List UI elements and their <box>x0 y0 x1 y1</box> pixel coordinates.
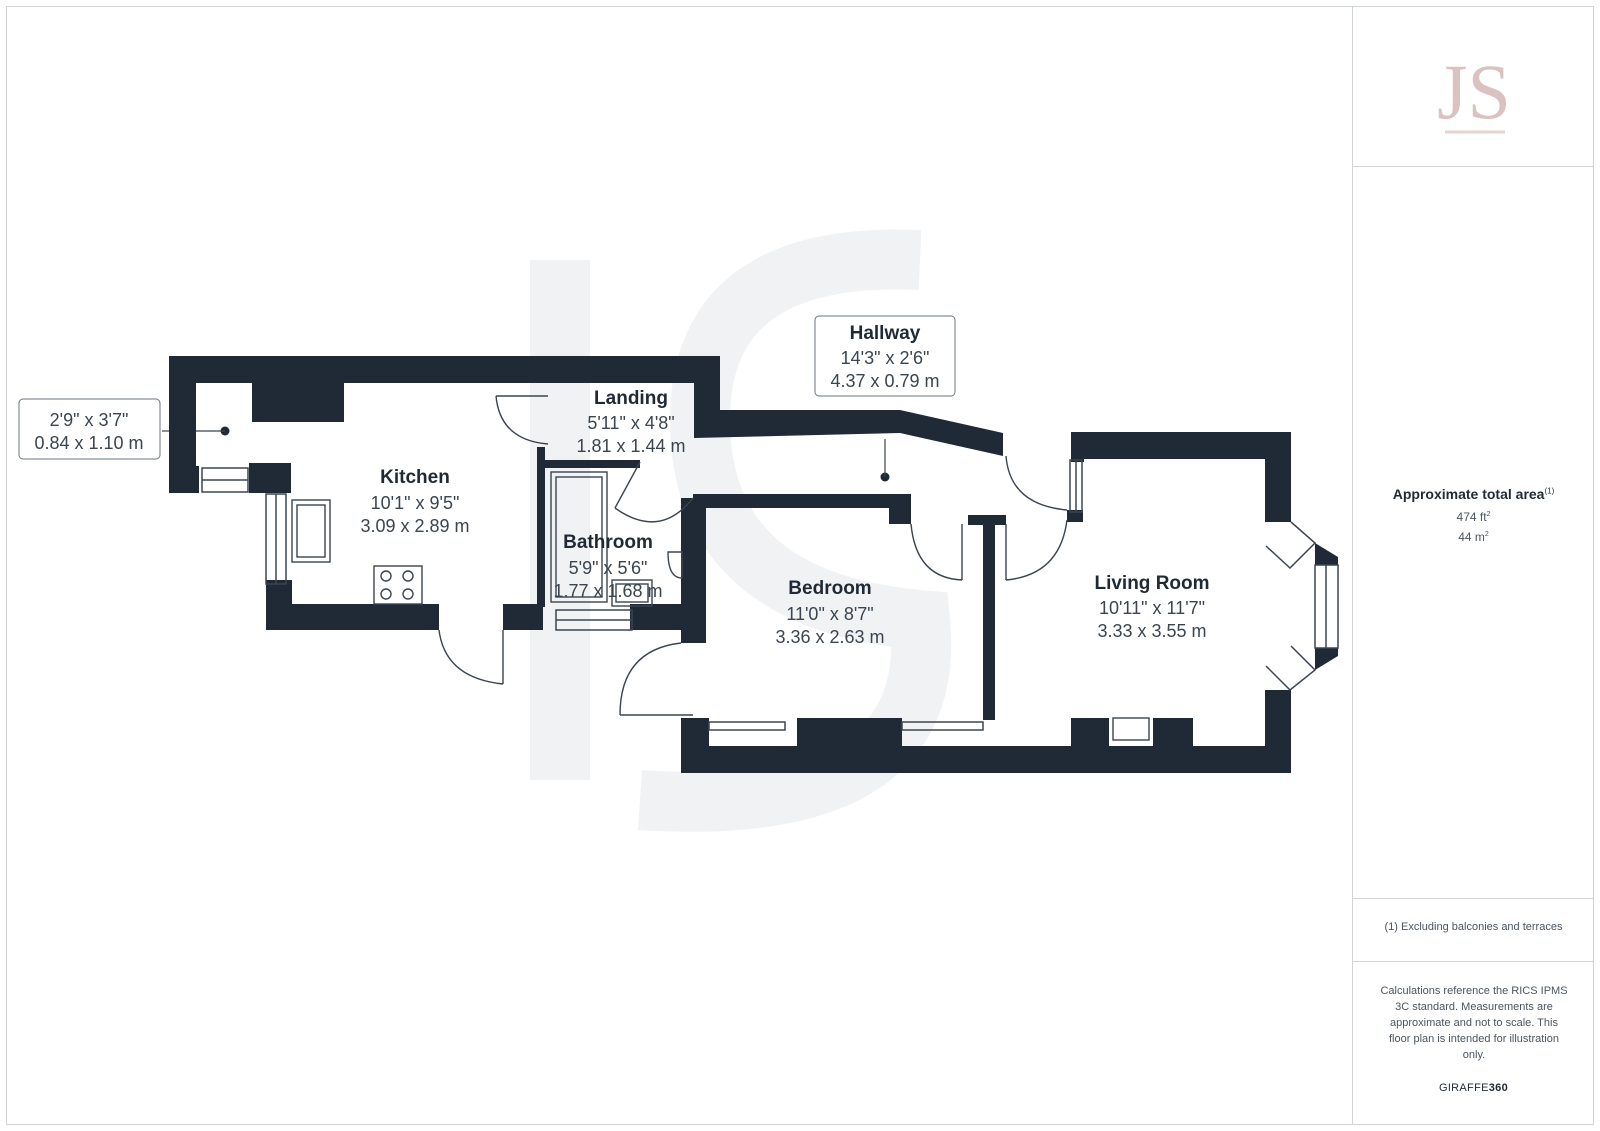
room-dim-metric: 3.09 x 2.89 m <box>360 516 469 536</box>
toilet-icon <box>667 551 683 579</box>
room-dim-imperial: 5'11" x 4'8" <box>587 413 674 433</box>
room-name: Bedroom <box>788 578 871 599</box>
divider <box>1353 898 1594 899</box>
room-cupboard-callout: 2'9" x 3'7" 0.84 x 1.10 m <box>18 398 161 460</box>
bathtub-icon <box>550 471 608 603</box>
agent-logo: JS <box>1353 36 1594 146</box>
floor-plan: Kitchen 10'1" x 9'5" 3.09 x 2.89 m Landi… <box>18 229 1339 832</box>
room-landing: Landing 5'11" x 4'8" 1.81 x 1.44 m <box>576 388 685 456</box>
room-dim-metric: 3.33 x 3.55 m <box>1097 621 1206 641</box>
room-dim-imperial: 11'0" x 8'7" <box>786 604 873 624</box>
divider <box>1353 961 1594 962</box>
divider <box>1353 166 1594 167</box>
sink-icon <box>291 499 331 563</box>
room-dim-imperial: 10'1" x 9'5" <box>371 493 460 513</box>
room-name: Hallway <box>850 323 921 344</box>
room-dim-metric: 0.84 x 1.10 m <box>34 433 143 453</box>
hob-icon <box>373 565 423 605</box>
room-name: Kitchen <box>380 467 450 488</box>
brand-mark: GIRAFFE360 <box>1438 1082 1509 1094</box>
calculation-note: Calculations reference the RICS IPMS 3C … <box>1380 985 1568 1061</box>
room-name: Bathroom <box>563 532 653 553</box>
js-logo-icon: JS <box>1437 48 1511 135</box>
room-dim-metric: 3.36 x 2.63 m <box>775 627 884 647</box>
page-frame <box>6 6 1594 1125</box>
room-kitchen: Kitchen 10'1" x 9'5" 3.09 x 2.89 m <box>360 467 469 536</box>
room-dim-imperial: 5'9" x 5'6" <box>569 558 648 578</box>
fireplace-icon <box>1112 717 1150 741</box>
room-dim-imperial: 10'11" x 11'7" <box>1099 598 1205 618</box>
svg-text:JS: JS <box>1437 48 1511 135</box>
room-dim-metric: 4.37 x 0.79 m <box>830 371 939 391</box>
info-sidebar: JS Approximate total area(1) 474 ft2 44 … <box>1352 6 1594 1125</box>
fixtures <box>291 471 1150 741</box>
total-area: Approximate total area(1) 474 ft2 44 m2 <box>1353 486 1594 544</box>
room-dim-imperial: 2'9" x 3'7" <box>50 410 129 430</box>
windows <box>201 459 1339 731</box>
area-title: Approximate total area(1) <box>1392 486 1555 502</box>
room-dim-metric: 1.81 x 1.44 m <box>576 436 685 456</box>
room-dim-imperial: 14'3" x 2'6" <box>841 348 930 368</box>
walls <box>169 356 1338 773</box>
doors <box>438 395 1068 716</box>
room-living-room: Living Room 10'11" x 11'7" 3.33 x 3.55 m <box>1094 573 1209 641</box>
room-dim-metric: 1.77 x 1.68 m <box>553 581 662 601</box>
area-m: 44 m2 <box>1458 530 1489 544</box>
room-name: Landing <box>594 388 668 409</box>
area-ft: 474 ft2 <box>1456 510 1491 524</box>
room-bathroom: Bathroom 5'9" x 5'6" 1.77 x 1.68 m <box>553 532 662 601</box>
room-name: Living Room <box>1094 573 1209 594</box>
room-hallway-callout: Hallway 14'3" x 2'6" 4.37 x 0.79 m <box>814 315 956 397</box>
room-bedroom: Bedroom 11'0" x 8'7" 3.36 x 2.63 m <box>775 578 884 647</box>
basin-icon <box>611 579 653 607</box>
exclusion-note: (1) Excluding balconies and terraces <box>1384 921 1563 933</box>
